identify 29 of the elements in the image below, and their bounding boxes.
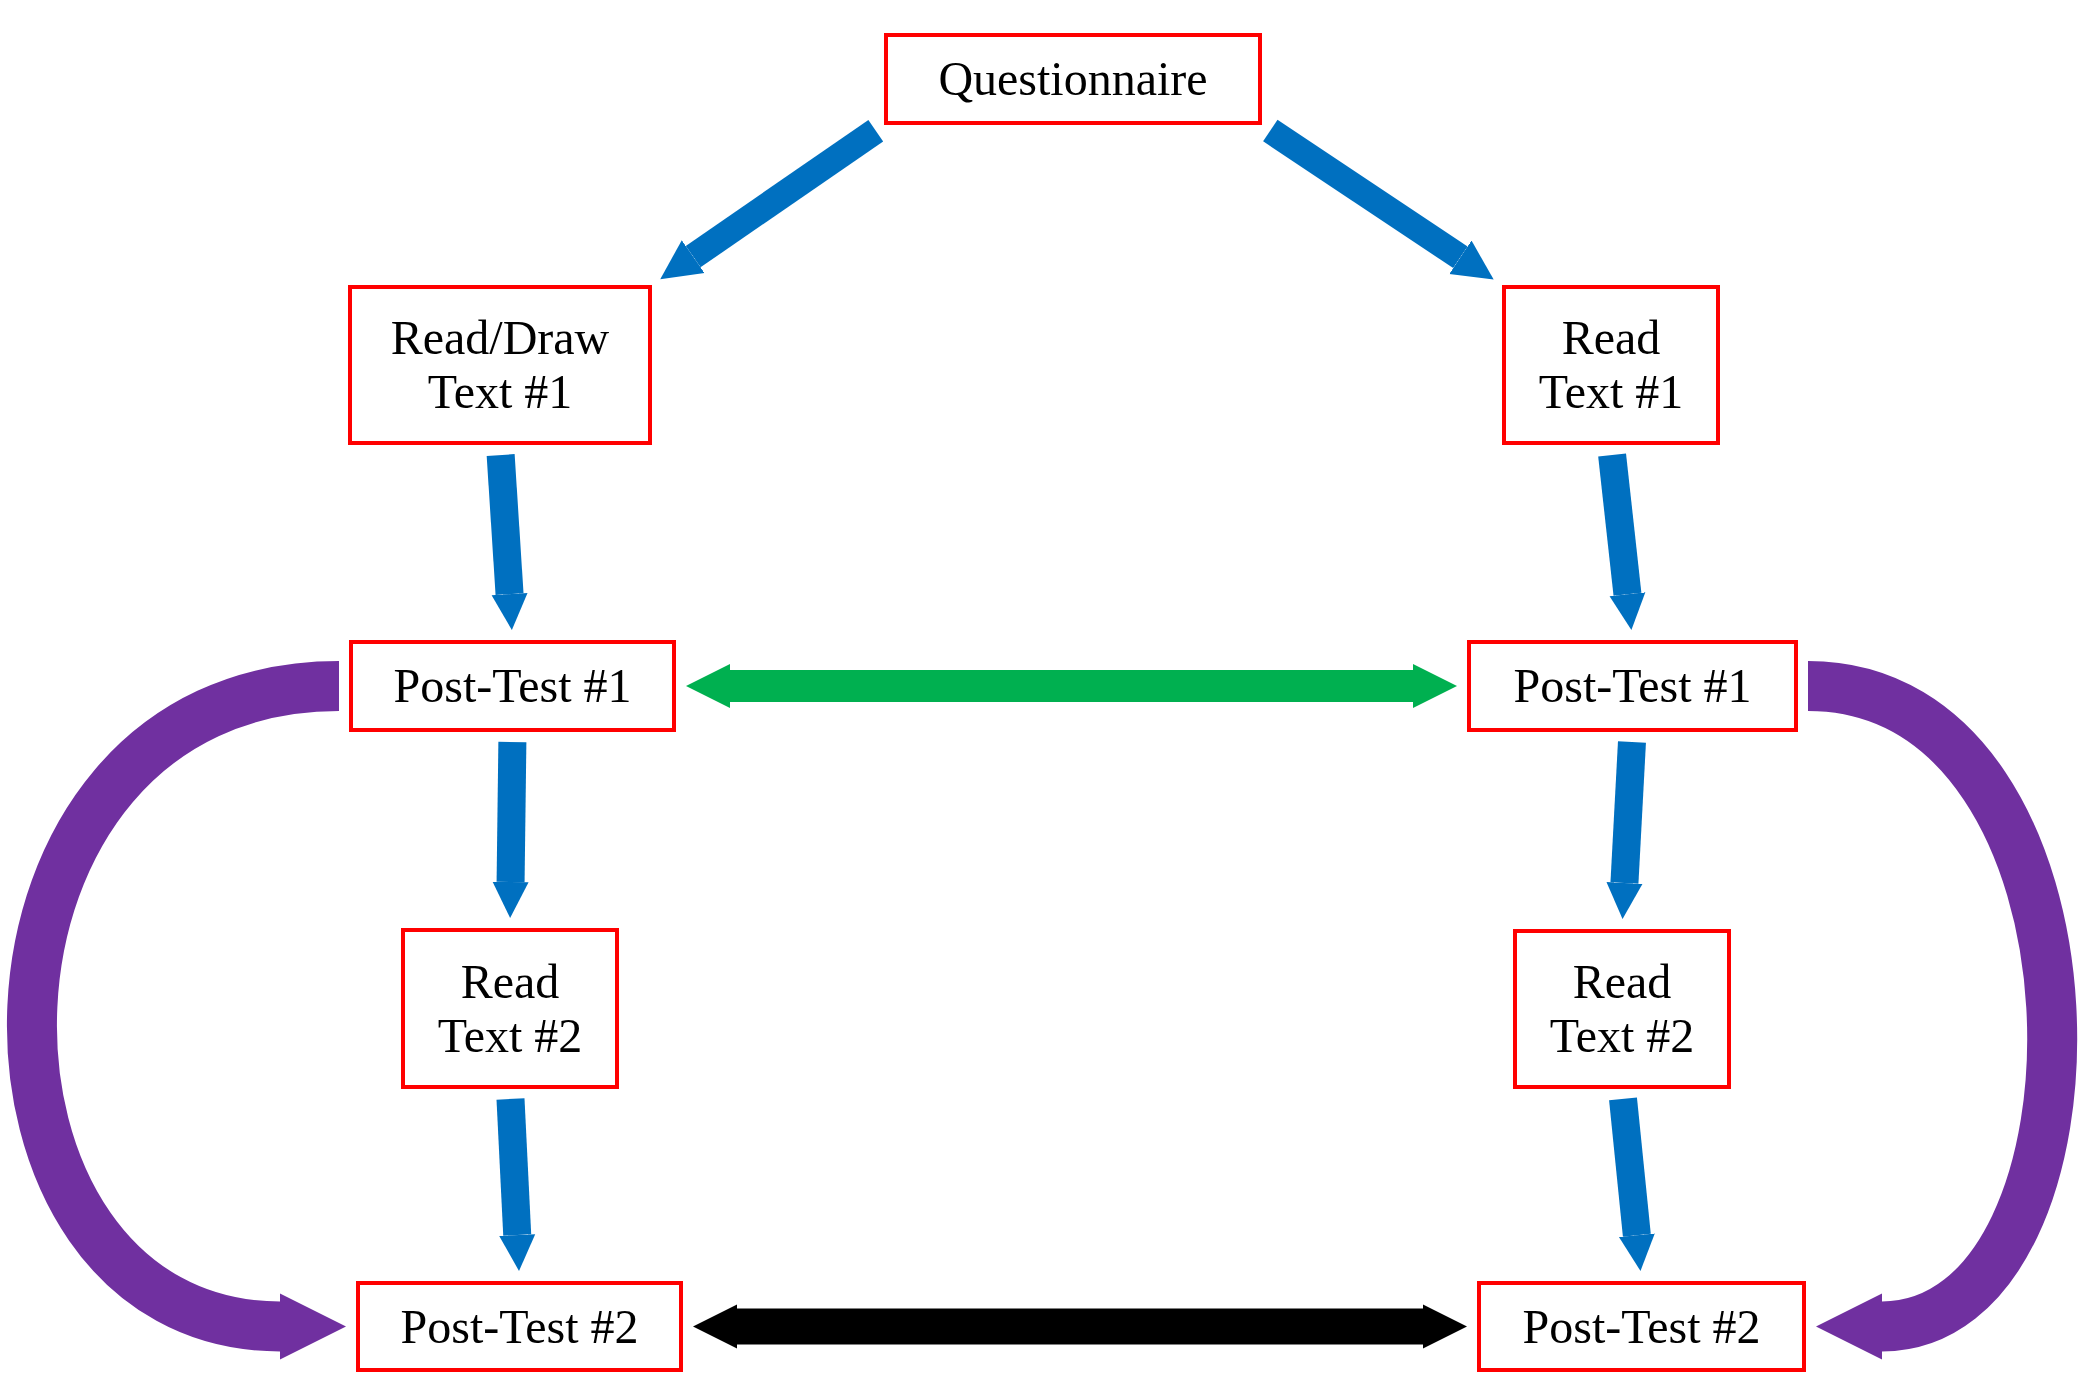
arrow [496,1098,536,1271]
box-label: Post-Test #2 [400,1299,639,1354]
arrow [660,119,884,280]
text-box [1502,285,1720,445]
arrow [1598,453,1646,631]
arrow [1263,119,1494,280]
text-box [1513,929,1731,1089]
arrow [1606,741,1646,919]
text-box [349,640,676,732]
arrow [492,741,529,918]
text-box [401,928,619,1089]
text-box [348,285,652,445]
text-box [884,33,1262,125]
curved-arrow [7,661,346,1360]
box-label: Read Text #1 [1537,311,1685,419]
box-label: Read/Draw Text #1 [389,311,611,419]
box-label: Read Text #2 [436,954,584,1063]
box-label: Read Text #2 [1548,955,1696,1063]
text-box [356,1281,683,1372]
arrow [486,454,528,630]
arrow [1609,1097,1655,1272]
text-box [1477,1281,1806,1372]
box-label: Post-Test #1 [1513,659,1752,713]
double-arrow [686,664,1457,708]
text-box [1467,640,1798,732]
double-arrow [693,1304,1467,1349]
box-label: Questionnaire [938,52,1208,106]
box-label: Post-Test #2 [1522,1299,1761,1354]
box-label: Post-Test #1 [393,659,632,713]
